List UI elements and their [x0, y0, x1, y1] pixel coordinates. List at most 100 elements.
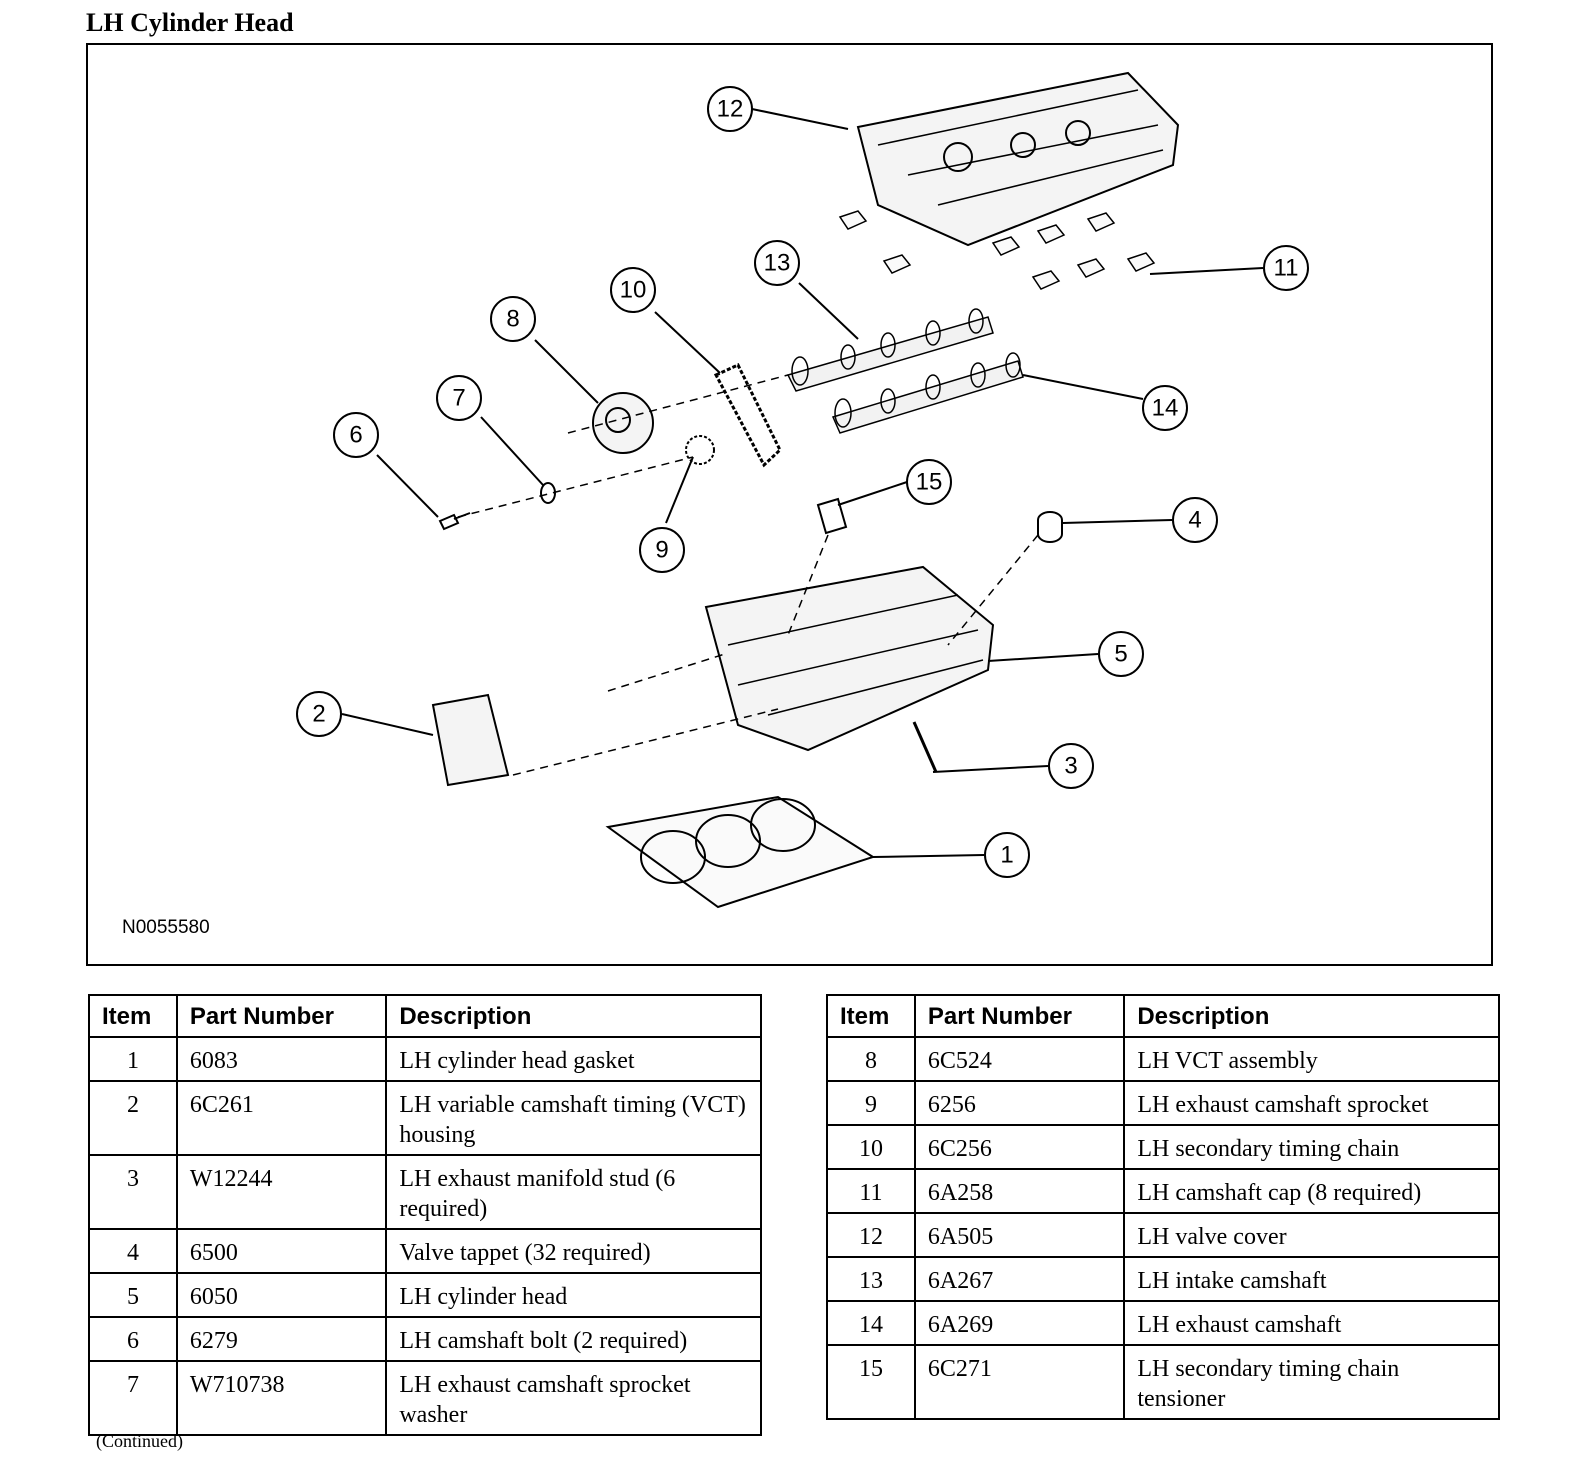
cell-item: 14 — [826, 1300, 916, 1346]
cell-part-number: 6A258 — [913, 1168, 1126, 1214]
camshaft-caps — [838, 210, 1156, 290]
intake-camshaft-shape — [786, 308, 994, 392]
alignment-lines — [457, 374, 1039, 776]
table-header-row: Item Part Number Description — [826, 994, 1500, 1038]
cell-part-number: 6C271 — [913, 1344, 1126, 1420]
cell-item: 6 — [88, 1316, 178, 1362]
callout-circle-11 — [1263, 245, 1309, 291]
callout-8: 8 — [506, 306, 519, 333]
vct-assembly-shape — [592, 392, 654, 454]
cell-item: 11 — [826, 1168, 916, 1214]
cell-part-number: 6083 — [175, 1036, 388, 1082]
cell-item: 9 — [826, 1080, 916, 1126]
callout-circle-3 — [1048, 743, 1094, 789]
cell-item: 4 — [88, 1228, 178, 1274]
cell-part-number: W710738 — [175, 1360, 388, 1436]
cell-item: 3 — [88, 1154, 178, 1230]
tappet-shape — [1037, 511, 1063, 543]
callout-circle-13 — [754, 240, 800, 286]
cylinder-head-shape — [704, 565, 995, 752]
callout-4: 4 — [1188, 507, 1201, 534]
cell-part-number: 6256 — [913, 1080, 1126, 1126]
stud-shape — [912, 721, 938, 773]
tensioner-shape — [816, 497, 848, 535]
cell-description: LH exhaust camshaft — [1123, 1300, 1500, 1346]
exploded-diagram: 12 11 13 10 8 7 6 14 15 9 4 5 2 3 1 N005… — [86, 43, 1493, 966]
cell-item: 2 — [88, 1080, 178, 1156]
table-header-row: Item Part Number Description — [88, 994, 762, 1038]
exhaust-camshaft-shape — [831, 352, 1024, 434]
page-title: LH Cylinder Head — [86, 8, 294, 37]
callout-13: 13 — [764, 250, 791, 277]
cell-part-number: 6C524 — [913, 1036, 1126, 1082]
cell-description: LH secondary timing chain tensioner — [1123, 1344, 1500, 1420]
cell-description: LH secondary timing chain — [1123, 1124, 1500, 1170]
callout-circle-10 — [610, 267, 656, 313]
callout-3: 3 — [1064, 753, 1077, 780]
callout-circle-14 — [1142, 385, 1188, 431]
head-gasket-shape — [605, 795, 876, 909]
cell-item: 10 — [826, 1124, 916, 1170]
callout-14: 14 — [1152, 395, 1179, 422]
callouts — [296, 86, 1309, 878]
cell-part-number: 6050 — [175, 1272, 388, 1318]
callout-circle-2 — [296, 691, 342, 737]
callout-circle-12 — [707, 86, 753, 132]
cell-description: LH exhaust manifold stud (6 required) — [385, 1154, 762, 1230]
header-description: Description — [1123, 994, 1500, 1038]
cell-description: LH intake camshaft — [1123, 1256, 1500, 1302]
header-part-number: Part Number — [913, 994, 1126, 1038]
header-part-number: Part Number — [175, 994, 388, 1038]
cell-description: LH valve cover — [1123, 1212, 1500, 1258]
cell-description: LH camshaft bolt (2 required) — [385, 1316, 762, 1362]
cell-part-number: 6500 — [175, 1228, 388, 1274]
callout-1: 1 — [1000, 842, 1013, 869]
callout-6: 6 — [349, 422, 362, 449]
cell-description: Valve tappet (32 required) — [385, 1228, 762, 1274]
valve-cover-shape — [856, 71, 1180, 247]
cell-description: LH exhaust camshaft sprocket — [1123, 1080, 1500, 1126]
washer-shape — [540, 482, 556, 504]
callout-12: 12 — [717, 96, 744, 123]
callout-circle-5 — [1098, 631, 1144, 677]
continued-note: (Continued) — [96, 1431, 183, 1451]
cell-part-number: 6A269 — [913, 1300, 1126, 1346]
cell-item: 5 — [88, 1272, 178, 1318]
callout-7: 7 — [452, 385, 465, 412]
cell-description: LH cylinder head — [385, 1272, 762, 1318]
cell-item: 15 — [826, 1344, 916, 1420]
cell-item: 7 — [88, 1360, 178, 1436]
header-description: Description — [385, 994, 762, 1038]
cell-description: LH variable camshaft timing (VCT) housin… — [385, 1080, 762, 1156]
cell-item: 13 — [826, 1256, 916, 1302]
cell-part-number: 6C256 — [913, 1124, 1126, 1170]
cell-part-number: W12244 — [175, 1154, 388, 1230]
callout-circle-9 — [639, 527, 685, 573]
figure-id: N0055580 — [122, 917, 210, 938]
callout-10: 10 — [620, 277, 647, 304]
exhaust-sprocket-shape — [685, 435, 715, 465]
cell-part-number: 6A505 — [913, 1212, 1126, 1258]
cell-description: LH exhaust camshaft sprocket washer — [385, 1360, 762, 1436]
cell-item: 1 — [88, 1036, 178, 1082]
callout-circle-4 — [1172, 497, 1218, 543]
diagram-canvas: 12 11 13 10 8 7 6 14 15 9 4 5 2 3 1 — [296, 71, 1309, 909]
callout-circle-6 — [333, 412, 379, 458]
callout-2: 2 — [312, 701, 325, 728]
cell-part-number: 6279 — [175, 1316, 388, 1362]
